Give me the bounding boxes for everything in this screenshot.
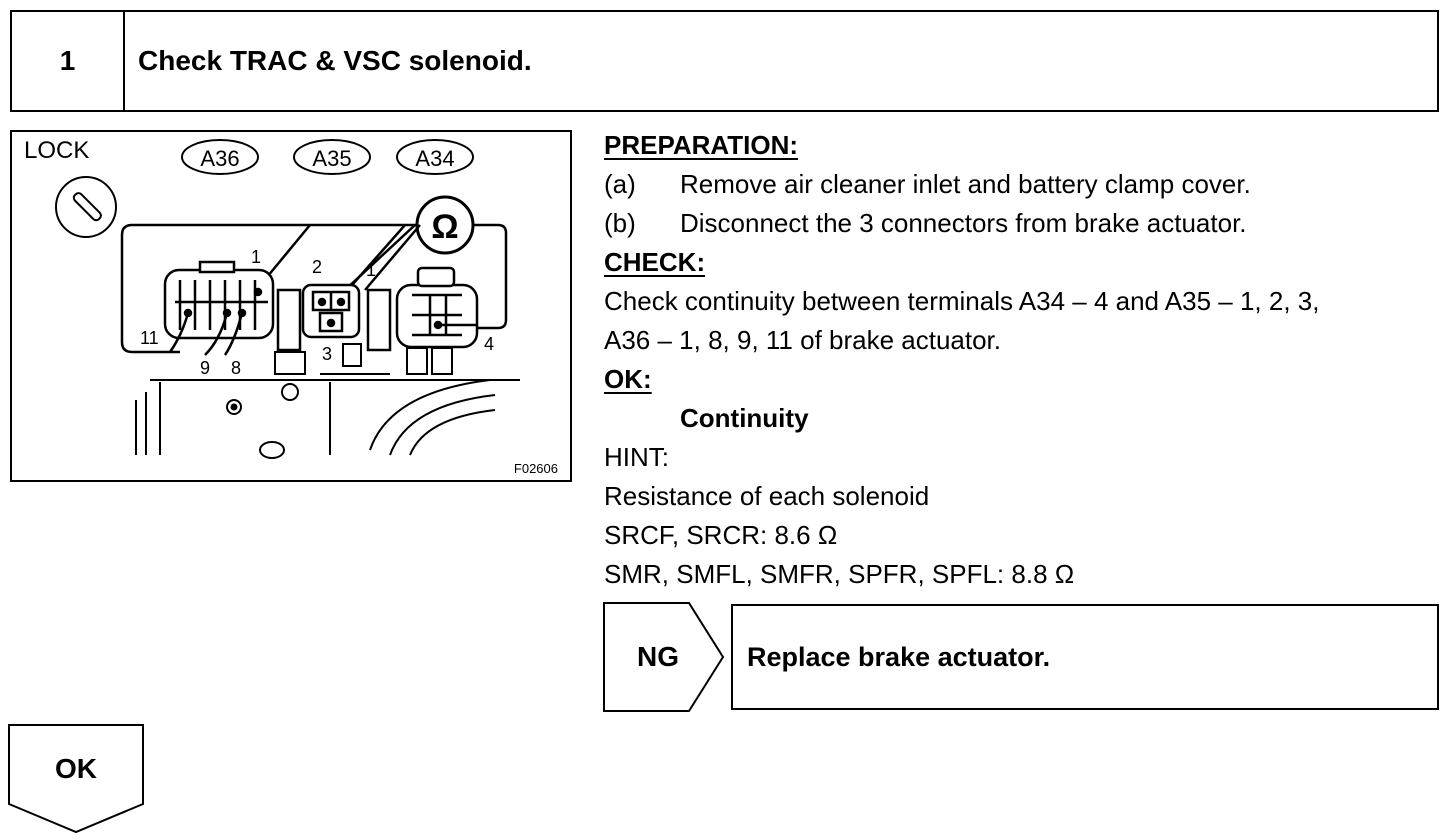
check-line: Check continuity between terminals A34 –… bbox=[604, 286, 1320, 316]
connector-a36 bbox=[163, 260, 275, 356]
pin-label: 2 bbox=[312, 257, 322, 277]
svg-text:A34: A34 bbox=[415, 146, 454, 171]
item-text: Disconnect the 3 connectors from brake a… bbox=[680, 208, 1247, 238]
ok-result: OK bbox=[8, 724, 148, 836]
ok-value: Continuity bbox=[680, 403, 809, 433]
pin-label: 1 bbox=[251, 247, 261, 267]
preparation-heading: PREPARATION: bbox=[604, 130, 799, 160]
pin-label: 9 bbox=[200, 358, 210, 378]
hint-line: Resistance of each solenoid bbox=[604, 481, 930, 511]
pin-label: 11 bbox=[140, 328, 159, 348]
actuator-body bbox=[135, 343, 520, 459]
connector-diagram: LOCK A36 A35 A34 Ω bbox=[10, 130, 572, 482]
connector-label-a36: A36 bbox=[181, 139, 259, 175]
diagram-frame bbox=[10, 130, 572, 482]
ng-result: NG Replace brake actuator. bbox=[603, 602, 1443, 712]
svg-text:A35: A35 bbox=[312, 146, 351, 171]
item-label: (a) bbox=[604, 169, 636, 199]
connector-label-a34: A34 bbox=[396, 139, 474, 175]
item-label: (b) bbox=[604, 208, 636, 238]
check-line: A36 – 1, 8, 9, 11 of brake actuator. bbox=[604, 325, 1002, 355]
instructions: PREPARATION: (a) Remove air cleaner inle… bbox=[604, 126, 1449, 594]
ng-label: NG bbox=[637, 641, 679, 672]
figure-code: F02606 bbox=[514, 461, 558, 476]
step-title: Check TRAC & VSC solenoid. bbox=[138, 45, 532, 76]
pin-label: 3 bbox=[322, 344, 332, 364]
lock-icon bbox=[55, 176, 117, 238]
ohmmeter-icon: Ω bbox=[415, 195, 475, 255]
preparation-item: (a) Remove air cleaner inlet and battery… bbox=[604, 165, 1449, 204]
pin-label: 4 bbox=[484, 334, 494, 354]
hint-heading: HINT: bbox=[604, 442, 669, 472]
lock-label: LOCK bbox=[24, 137, 89, 164]
connector-a35 bbox=[276, 283, 392, 352]
ok-arrow-shape bbox=[8, 724, 144, 834]
hint-line: SMR, SMFL, SMFR, SPFR, SPFL: 8.8 Ω bbox=[604, 559, 1075, 589]
step-number: 1 bbox=[12, 12, 125, 110]
check-heading: CHECK: bbox=[604, 247, 706, 277]
pin-label: 1 bbox=[366, 260, 376, 280]
svg-text:A36: A36 bbox=[200, 146, 239, 171]
ng-action: Replace brake actuator. bbox=[731, 604, 1439, 710]
step-header: 1 Check TRAC & VSC solenoid. bbox=[10, 10, 1439, 112]
ok-label: OK bbox=[55, 753, 97, 784]
connector-label-a35: A35 bbox=[293, 139, 371, 175]
preparation-item: (b) Disconnect the 3 connectors from bra… bbox=[604, 204, 1449, 243]
ng-arrow-shape bbox=[603, 602, 725, 712]
ok-heading: OK: bbox=[604, 364, 652, 394]
pin-label: 8 bbox=[231, 358, 241, 378]
hint-line: SRCF, SRCR: 8.6 Ω bbox=[604, 520, 838, 550]
svg-text:Ω: Ω bbox=[431, 208, 458, 246]
item-text: Remove air cleaner inlet and battery cla… bbox=[680, 169, 1251, 199]
